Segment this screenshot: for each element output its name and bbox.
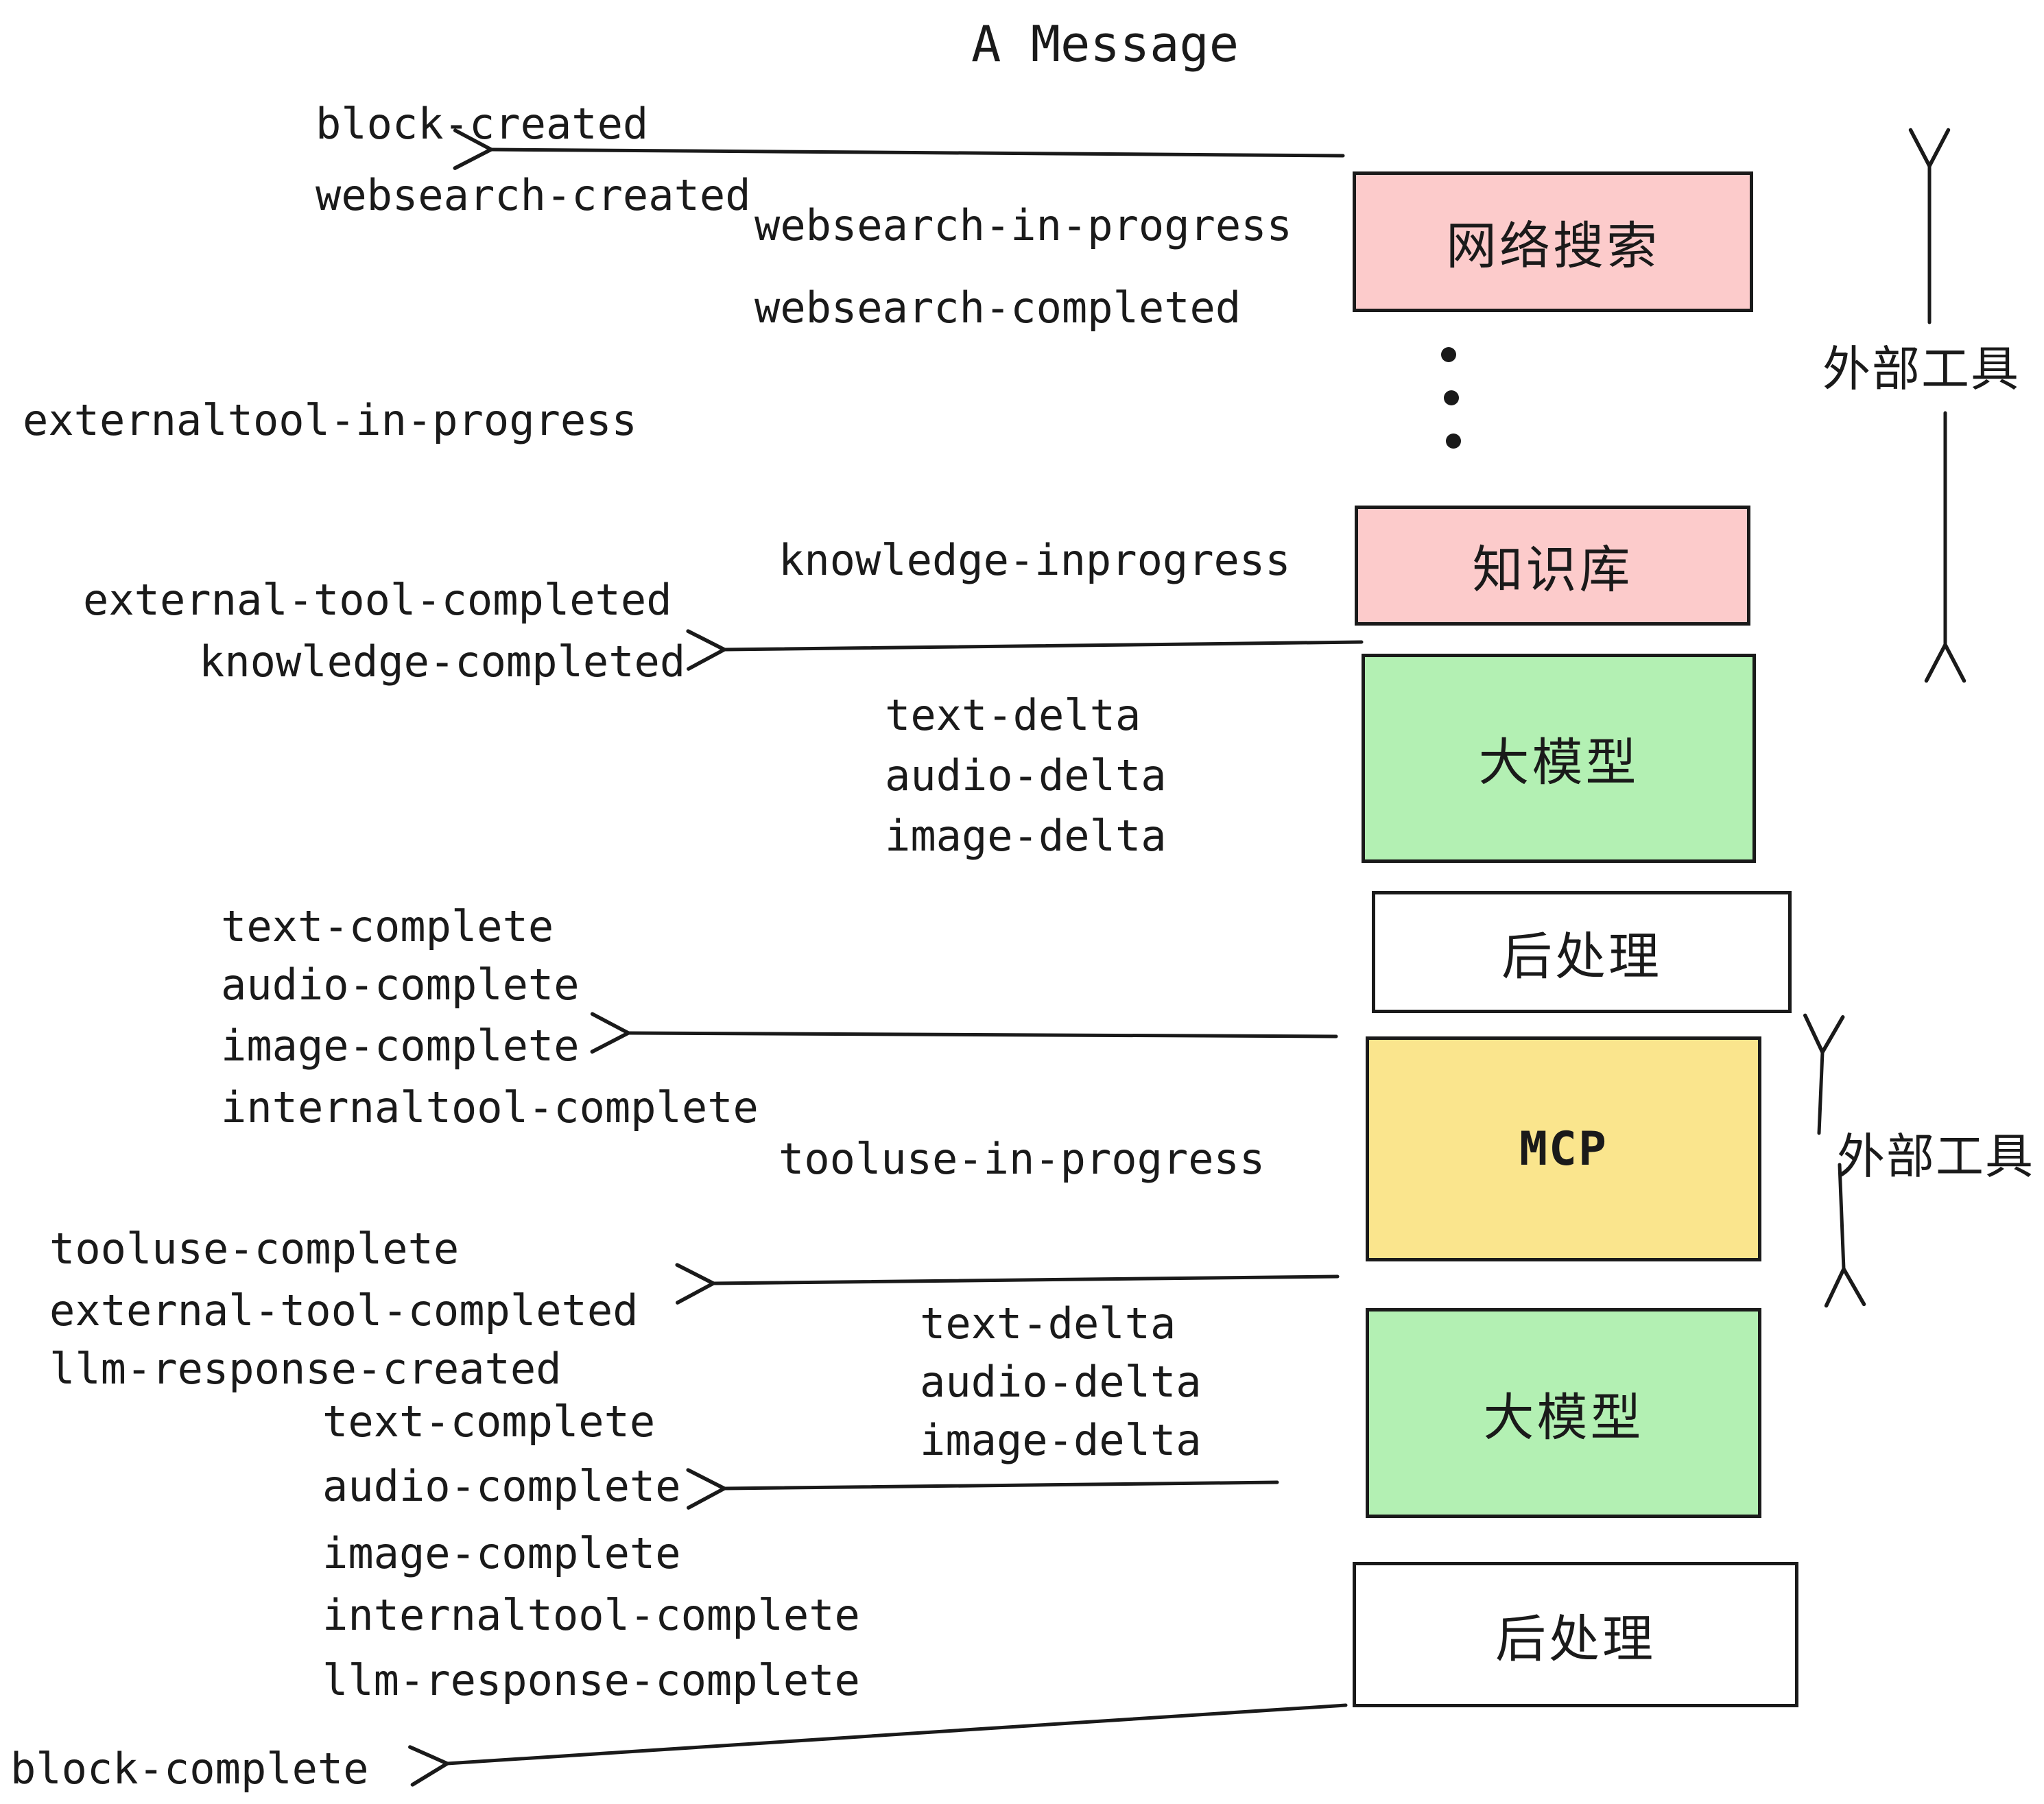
arrow-to-block-created (453, 128, 1345, 170)
event-label-audio-delta: audio-delta (885, 750, 1167, 800)
box-mcp: MCP (1366, 1036, 1761, 1261)
diagram-title: A Message (971, 15, 1239, 73)
event-label-internaltool-complete-2: internaltool-complete (322, 1590, 860, 1640)
event-label-text-delta: text-delta (885, 690, 1141, 740)
event-label-externaltool-in-progress: externaltool-in-progress (23, 395, 637, 445)
event-label-block-created: block-created (316, 99, 649, 149)
event-label-internaltool-complete: internaltool-complete (221, 1082, 759, 1132)
ellipsis-dot-1 (1441, 347, 1456, 362)
box-websearch-label: 网络搜索 (1446, 217, 1660, 274)
event-label-knowledge-inprogress: knowledge-inprogress (779, 535, 1291, 585)
arrow-to-knowledge-completed (686, 629, 1364, 671)
box-llm-bottom-label: 大模型 (1483, 1388, 1644, 1446)
box-llm-bottom: 大模型 (1366, 1308, 1761, 1518)
event-label-tooluse-complete: tooluse-complete (49, 1224, 460, 1274)
event-label-audio-complete-2: audio-complete (322, 1461, 681, 1511)
box-postprocess-bottom: 后处理 (1353, 1562, 1798, 1707)
arrow-to-image-complete (590, 1012, 1338, 1054)
event-label-text-complete: text-complete (221, 901, 554, 951)
event-label-block-complete: block-complete (10, 1744, 369, 1794)
box-postprocess-top: 后处理 (1372, 891, 1792, 1013)
event-label-text-complete-2: text-complete (322, 1397, 656, 1447)
event-label-text-delta-2: text-delta (920, 1298, 1176, 1349)
box-knowledge-base: 知识库 (1355, 506, 1750, 626)
event-label-llm-response-created: llm-response-created (49, 1344, 562, 1394)
event-label-websearch-in-progress: websearch-in-progress (754, 200, 1292, 250)
external-tools-up-arrow-bottom (1803, 1013, 1845, 1135)
event-label-image-delta: image-delta (885, 811, 1167, 861)
event-label-image-complete-2: image-complete (322, 1528, 681, 1578)
event-label-tooluse-in-progress: tooluse-in-progress (779, 1134, 1265, 1184)
event-label-image-complete: image-complete (221, 1021, 580, 1071)
event-label-audio-delta-2: audio-delta (920, 1357, 1202, 1407)
event-label-websearch-created: websearch-created (316, 170, 751, 220)
box-websearch: 网络搜索 (1353, 171, 1753, 312)
event-label-external-tool-completed-2: external-tool-completed (49, 1285, 639, 1336)
event-label-audio-complete: audio-complete (221, 960, 580, 1010)
event-label-websearch-completed: websearch-completed (754, 283, 1241, 333)
box-llm-top: 大模型 (1362, 654, 1756, 863)
event-label-llm-response-complete: llm-response-complete (322, 1655, 860, 1705)
box-mcp-label: MCP (1519, 1121, 1608, 1176)
event-label-knowledge-completed: knowledge-completed (199, 637, 686, 687)
box-postprocess-bottom-label: 后处理 (1495, 1610, 1656, 1667)
box-knowledge-base-label: 知识库 (1472, 541, 1633, 598)
ellipsis-dot-2 (1444, 390, 1459, 405)
box-postprocess-top-label: 后处理 (1501, 927, 1662, 985)
ellipsis-dot-3 (1446, 434, 1461, 449)
arrow-to-tooluse-complete (675, 1263, 1340, 1305)
arrow-to-audio-complete (686, 1468, 1279, 1510)
event-label-external-tool-completed: external-tool-completed (83, 575, 672, 625)
arrow-to-block-complete (408, 1703, 1348, 1787)
external-tools-label-top: 外部工具 (1822, 342, 2020, 396)
external-tools-label-bottom: 外部工具 (1837, 1130, 2034, 1183)
box-llm-top-label: 大模型 (1478, 734, 1639, 791)
event-label-image-delta-2: image-delta (920, 1415, 1202, 1465)
